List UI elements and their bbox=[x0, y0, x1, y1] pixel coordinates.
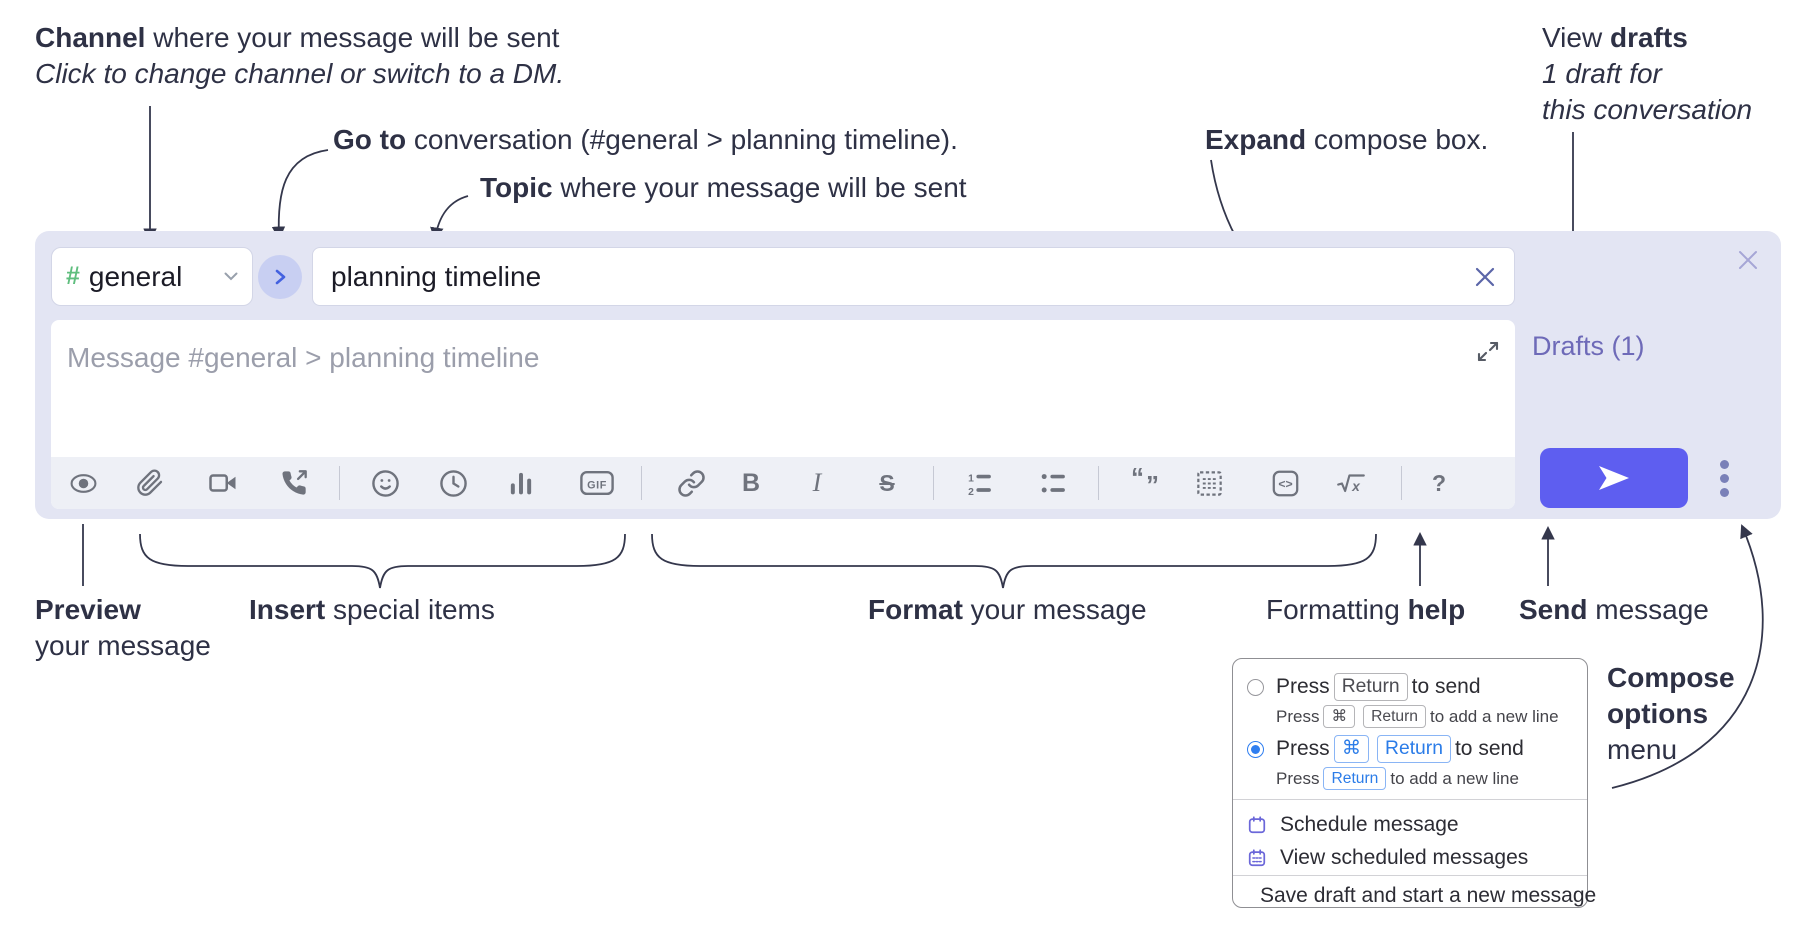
toolbar-divider bbox=[933, 466, 934, 500]
menu-divider bbox=[1233, 799, 1587, 800]
code-icon[interactable]: <> bbox=[1261, 457, 1309, 509]
link-icon[interactable] bbox=[667, 457, 715, 509]
close-icon bbox=[1739, 251, 1757, 269]
annotation-channel: Channel where your message will be sent … bbox=[35, 22, 565, 89]
drafts-link[interactable]: Drafts (1) bbox=[1532, 331, 1645, 361]
menu-item-save-draft[interactable]: Save draft and start a new message bbox=[1233, 881, 1596, 911]
compose-box: # general planning timeline Drafts (1) M… bbox=[35, 231, 1781, 519]
send-option-cmd-return-sub: Press Return to add a new line bbox=[1233, 767, 1587, 791]
channel-selector[interactable]: # general bbox=[51, 247, 253, 306]
annotation-goto: Go to conversation (#general > planning … bbox=[333, 124, 958, 155]
dot bbox=[1719, 459, 1729, 469]
svg-text:”: ” bbox=[1146, 470, 1159, 498]
send-button[interactable] bbox=[1540, 448, 1688, 508]
attach-file-icon[interactable] bbox=[126, 457, 174, 509]
svg-text:2: 2 bbox=[968, 486, 974, 497]
italic-icon[interactable]: I bbox=[812, 468, 822, 497]
annotation-formatting-help: Formatting help bbox=[1266, 594, 1466, 625]
bulleted-list-icon[interactable] bbox=[1029, 457, 1077, 509]
svg-text:x: x bbox=[1351, 477, 1361, 493]
radio-selected[interactable] bbox=[1247, 740, 1264, 758]
send-option-cmd-return[interactable]: Press ⌘Return to send bbox=[1233, 735, 1587, 764]
annotation-expand: Expand compose box. bbox=[1205, 124, 1489, 155]
channel-name: general bbox=[88, 260, 183, 292]
topic-input[interactable]: planning timeline bbox=[312, 247, 1515, 306]
annotation-format: Format your message bbox=[868, 594, 1147, 625]
emoji-icon[interactable] bbox=[361, 457, 409, 509]
compose-options-menu-button[interactable] bbox=[1709, 448, 1739, 508]
annotation-view-drafts: View drafts 1 draft for this conversatio… bbox=[1542, 22, 1753, 125]
global-time-icon[interactable] bbox=[429, 457, 477, 509]
chevron-right-icon bbox=[275, 269, 286, 285]
gif-icon[interactable]: GIF bbox=[573, 457, 621, 509]
calendar-list-icon bbox=[1248, 849, 1266, 867]
annotation-send: Send message bbox=[1519, 594, 1709, 625]
dot bbox=[1719, 487, 1729, 497]
close-compose-button[interactable] bbox=[1733, 245, 1763, 275]
radio-unselected[interactable] bbox=[1247, 678, 1264, 696]
calendar-icon bbox=[1248, 816, 1266, 834]
bold-icon[interactable]: B bbox=[741, 468, 761, 497]
math-icon[interactable]: x bbox=[1327, 457, 1375, 509]
voice-call-icon[interactable] bbox=[270, 457, 318, 509]
send-option-return-sub: Press ⌘Return to add a new line bbox=[1233, 705, 1587, 729]
svg-text:<>: <> bbox=[1278, 477, 1292, 491]
chevron-down-icon bbox=[224, 272, 238, 281]
preview-eye-icon[interactable] bbox=[59, 457, 107, 509]
brace-format bbox=[651, 533, 1377, 589]
annotation-preview: Preview your message bbox=[35, 594, 211, 661]
menu-item-schedule-message[interactable]: Schedule message bbox=[1233, 809, 1587, 841]
message-area: Message #general > planning timeline bbox=[51, 320, 1515, 509]
svg-text:GIF: GIF bbox=[587, 479, 607, 491]
quote-icon[interactable]: “” bbox=[1123, 457, 1171, 509]
close-icon bbox=[1475, 267, 1495, 286]
formatting-help-icon[interactable]: ? bbox=[1431, 469, 1447, 496]
topic-value: planning timeline bbox=[331, 260, 542, 292]
brace-insert bbox=[139, 533, 626, 589]
message-placeholder[interactable]: Message #general > planning timeline bbox=[67, 342, 540, 373]
channel-hash-icon: # bbox=[66, 262, 80, 290]
poll-icon[interactable] bbox=[497, 457, 545, 509]
svg-text:“: “ bbox=[1131, 468, 1144, 492]
paper-plane-icon bbox=[1599, 466, 1629, 490]
toolbar-divider bbox=[339, 466, 340, 500]
video-call-icon[interactable] bbox=[199, 457, 247, 509]
svg-text:1: 1 bbox=[968, 473, 974, 484]
annotation-topic: Topic where your message will be sent bbox=[480, 172, 967, 203]
connector-goto bbox=[271, 149, 329, 241]
toolbar-divider bbox=[1098, 466, 1099, 500]
compose-options-menu: Press Return to send Press ⌘Return to ad… bbox=[1232, 658, 1596, 911]
toolbar-divider bbox=[1401, 466, 1402, 500]
annotation-insert: Insert special items bbox=[249, 594, 495, 625]
strikethrough-icon[interactable]: S bbox=[879, 469, 895, 496]
menu-item-view-scheduled[interactable]: View scheduled messages bbox=[1233, 842, 1587, 874]
annotation-compose-options: Compose options menu bbox=[1607, 662, 1735, 765]
menu-divider bbox=[1233, 875, 1587, 876]
spoiler-icon[interactable] bbox=[1185, 457, 1233, 509]
toolbar-divider bbox=[641, 466, 642, 500]
send-option-return[interactable]: Press Return to send bbox=[1233, 673, 1587, 702]
expand-compose-button[interactable] bbox=[1475, 338, 1501, 364]
goto-conversation-button[interactable] bbox=[258, 255, 302, 299]
clear-topic-button[interactable] bbox=[1474, 266, 1496, 288]
dot bbox=[1719, 473, 1729, 483]
expand-icon bbox=[1477, 341, 1499, 362]
